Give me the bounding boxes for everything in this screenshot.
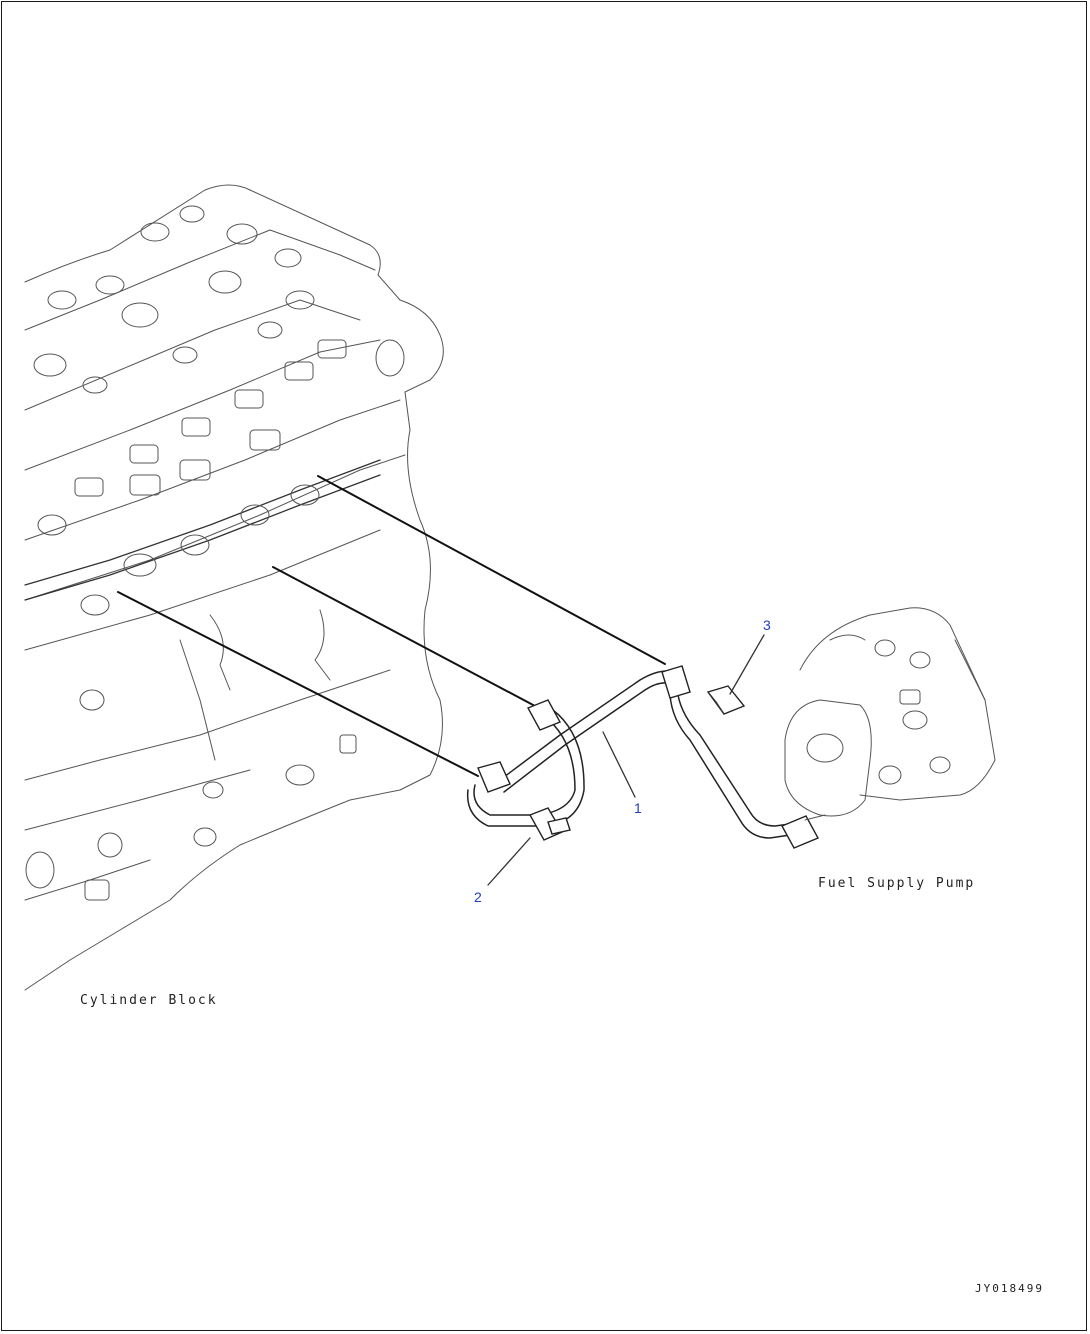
fuel-supply-pump-drawing bbox=[784, 607, 996, 817]
callout-1: 1 bbox=[634, 800, 642, 816]
extension-lines bbox=[117, 475, 666, 777]
callout-2: 2 bbox=[474, 889, 482, 905]
fitting-part-2 bbox=[528, 807, 571, 841]
bolt-part-3 bbox=[706, 685, 746, 715]
fuel-supply-pump-caption: Fuel Supply Pump bbox=[818, 876, 976, 891]
injector-pads bbox=[74, 339, 347, 497]
fuel-pipe-part-1 bbox=[466, 665, 826, 849]
callout-3: 3 bbox=[763, 617, 771, 633]
callout-leaders bbox=[487, 634, 765, 886]
drawing-number: JY018499 bbox=[975, 1282, 1044, 1295]
head-bosses bbox=[33, 205, 405, 394]
cylinder-block-caption: Cylinder Block bbox=[80, 993, 218, 1008]
cylinder-block-drawing bbox=[24, 184, 444, 991]
